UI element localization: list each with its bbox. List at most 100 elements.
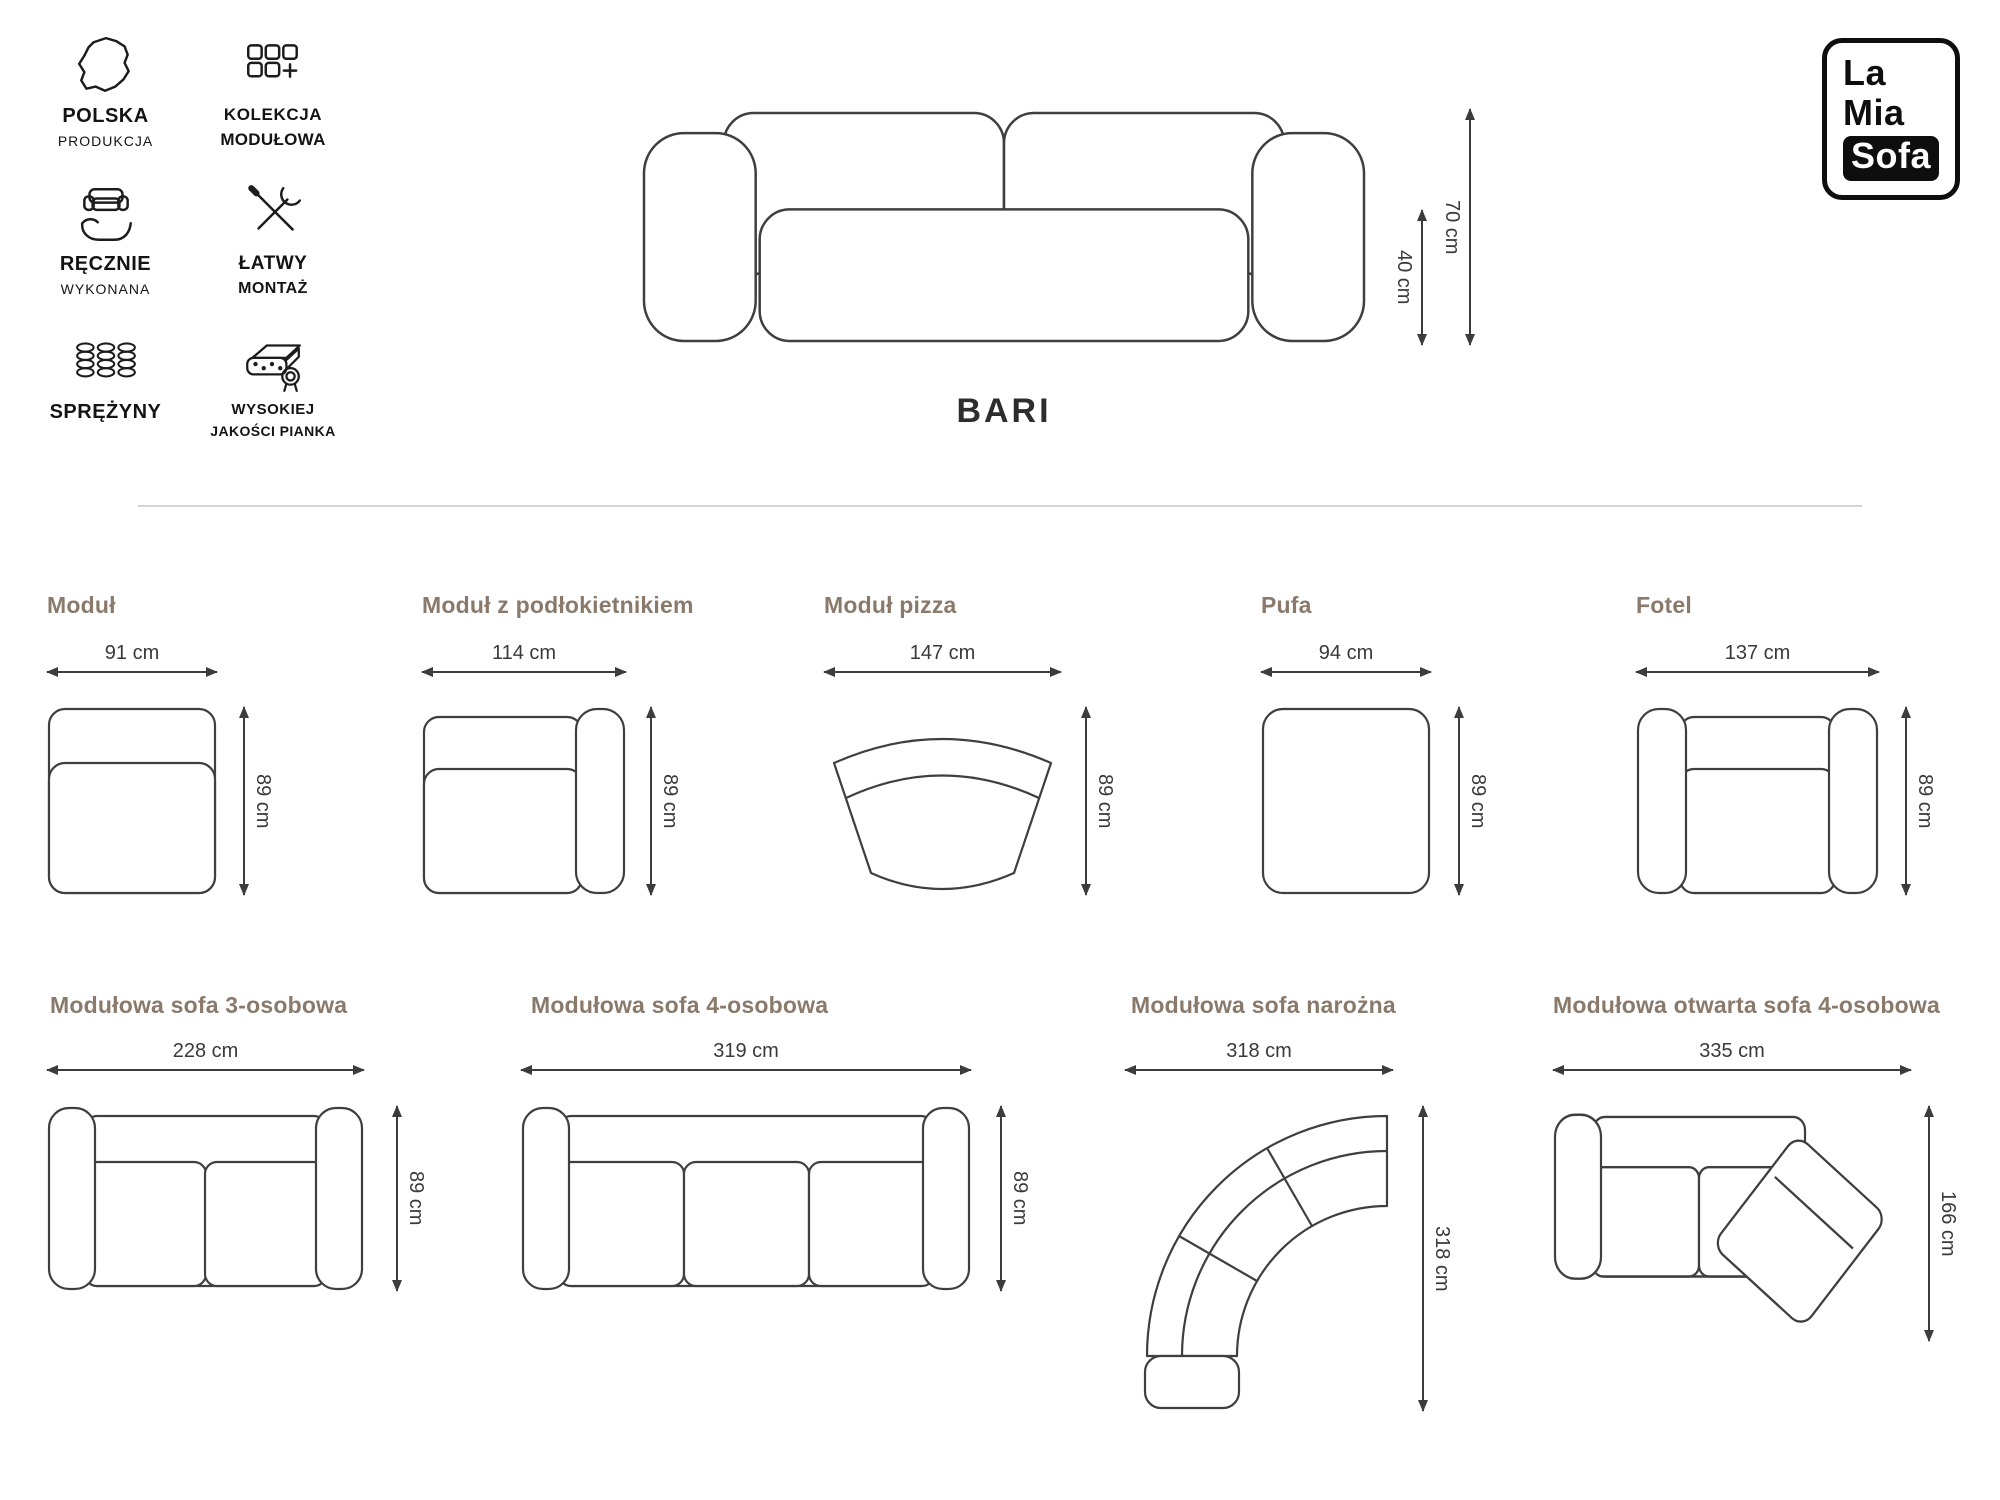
depth-dimension-arrow xyxy=(1418,1105,1428,1412)
brand-line-la: La xyxy=(1843,52,1887,93)
width-dimension: 114 cm xyxy=(421,642,627,677)
module-name: Modułowa sofa 4-osobowa xyxy=(531,992,829,1018)
feature-title: POLSKA xyxy=(62,105,149,127)
hero-sofa-drawing xyxy=(640,109,1368,345)
depth-dimension: 89 cm xyxy=(646,706,681,896)
easy-assembly-icon xyxy=(248,185,302,231)
width-dimension-label: 318 cm xyxy=(1226,1040,1292,1062)
feature-subtitle: JAKOŚCI PIANKA xyxy=(210,423,336,439)
sofa-4-osobowa-top-view-drawing xyxy=(521,1106,971,1291)
width-dimension-label: 94 cm xyxy=(1318,642,1374,664)
feature-recznie-wykonana: RĘCZNIE WYKONANA xyxy=(28,182,183,298)
module-name: Moduł xyxy=(47,592,116,618)
depth-dimension-arrow xyxy=(1454,706,1464,896)
fotel-top-view-drawing xyxy=(1636,707,1879,895)
feature-title: ŁATWY xyxy=(238,253,308,274)
depth-dimension: 318 cm xyxy=(1418,1105,1453,1412)
modul-top-view-drawing xyxy=(47,707,217,895)
product-title: BARI xyxy=(956,392,1052,430)
depth-dimension-label: 89 cm xyxy=(405,1171,427,1226)
depth-dimension: 89 cm xyxy=(1454,706,1489,896)
width-dimension-label: 335 cm xyxy=(1699,1040,1765,1062)
depth-dimension-arrow xyxy=(646,706,656,896)
module-name: Moduł pizza xyxy=(824,592,957,618)
otwarta-sofa-top-view-drawing xyxy=(1553,1106,1911,1341)
width-dimension-label: 319 cm xyxy=(713,1040,779,1062)
depth-dimension-arrow xyxy=(996,1105,1006,1292)
springs-icon xyxy=(75,342,136,378)
sofa-3-osobowa-top-view-drawing xyxy=(47,1106,364,1291)
seat-height-arrow xyxy=(1417,209,1427,346)
depth-dimension: 166 cm xyxy=(1924,1105,1959,1342)
feature-subtitle: MONTAŻ xyxy=(238,280,308,297)
module-name: Modułowa sofa 3-osobowa xyxy=(50,992,348,1018)
width-dimension: 137 cm xyxy=(1635,642,1880,677)
width-dimension-arrow xyxy=(1635,667,1880,677)
depth-dimension-arrow xyxy=(1924,1105,1934,1342)
feature-kolekcja-modulowa: KOLEKCJA MODUŁOWA xyxy=(193,34,353,150)
feature-title: RĘCZNIE xyxy=(59,253,152,275)
width-dimension: 94 cm xyxy=(1260,642,1432,677)
width-dimension-label: 147 cm xyxy=(909,642,976,664)
width-dimension: 319 cm xyxy=(520,1040,972,1075)
depth-dimension-label: 89 cm xyxy=(1009,1171,1031,1226)
width-dimension-label: 137 cm xyxy=(1724,642,1791,664)
sofa-narozna-top-view-drawing xyxy=(1125,1106,1393,1411)
total-height-arrow xyxy=(1465,108,1475,346)
depth-dimension-label: 89 cm xyxy=(659,773,681,829)
handmade-icon xyxy=(80,187,132,241)
feature-polska-produkcja: POLSKA PRODUKCJA xyxy=(28,34,183,150)
total-height-dimension: 70 cm xyxy=(1440,108,1475,346)
seat-height-dimension: 40 cm xyxy=(1392,209,1427,346)
feature-title: SPRĘŻYNY xyxy=(49,401,162,423)
high-quality-foam-icon xyxy=(246,344,301,392)
width-dimension: 147 cm xyxy=(823,642,1062,677)
sofa-front-view-drawing xyxy=(642,111,1366,343)
width-dimension-arrow xyxy=(1552,1065,1912,1075)
depth-dimension-label: 318 cm xyxy=(1431,1225,1453,1292)
depth-dimension-label: 89 cm xyxy=(1914,773,1936,829)
depth-dimension: 89 cm xyxy=(239,706,274,896)
module-name: Fotel xyxy=(1636,592,1692,618)
modul-z-podlokietnikiem-top-view-drawing xyxy=(422,707,626,895)
pufa-top-view-drawing xyxy=(1261,707,1431,895)
seat-height-label: 40 cm xyxy=(1393,250,1415,305)
depth-dimension-arrow xyxy=(1081,706,1091,896)
depth-dimension-arrow xyxy=(392,1105,402,1292)
depth-dimension-label: 166 cm xyxy=(1937,1190,1959,1257)
modul-pizza-top-view-drawing xyxy=(824,707,1061,895)
section-divider xyxy=(138,505,1862,507)
width-dimension-arrow xyxy=(1124,1065,1394,1075)
depth-dimension: 89 cm xyxy=(392,1105,427,1292)
feature-title: KOLEKCJA xyxy=(223,105,323,124)
feature-latwy-montaz: ŁATWY MONTAŻ xyxy=(193,182,353,298)
total-height-label: 70 cm xyxy=(1441,199,1463,255)
depth-dimension-label: 89 cm xyxy=(1094,773,1116,829)
poland-map-icon xyxy=(77,36,130,92)
width-dimension-arrow xyxy=(421,667,627,677)
feature-wysokiej-jakosci-pianka: WYSOKIEJ JAKOŚCI PIANKA xyxy=(193,330,353,439)
width-dimension: 91 cm xyxy=(46,642,218,677)
features-section: POLSKA PRODUKCJA KOLEKCJA MODUŁOWA xyxy=(28,34,353,439)
width-dimension-arrow xyxy=(46,667,218,677)
width-dimension-arrow xyxy=(823,667,1062,677)
feature-subtitle: MODUŁOWA xyxy=(220,130,326,149)
feature-subtitle: PRODUKCJA xyxy=(57,133,154,149)
width-dimension-label: 228 cm xyxy=(172,1040,239,1062)
module-name: Modułowa sofa narożna xyxy=(1131,992,1396,1018)
width-dimension: 318 cm xyxy=(1124,1040,1394,1075)
depth-dimension: 89 cm xyxy=(1901,706,1936,896)
modular-collection-icon xyxy=(247,44,298,79)
width-dimension-label: 114 cm xyxy=(491,642,557,664)
brand-logo: La Mia Sofa xyxy=(1822,38,1961,200)
feature-title: WYSOKIEJ xyxy=(231,401,315,418)
depth-dimension-arrow xyxy=(1901,706,1911,896)
depth-dimension-arrow xyxy=(239,706,249,896)
width-dimension-arrow xyxy=(520,1065,972,1075)
depth-dimension: 89 cm xyxy=(996,1105,1031,1292)
module-name: Modułowa otwarta sofa 4-osobowa xyxy=(1553,992,1941,1018)
depth-dimension: 89 cm xyxy=(1081,706,1116,896)
brand-line-sofa: Sofa xyxy=(1843,136,1940,181)
width-dimension: 335 cm xyxy=(1552,1040,1912,1075)
